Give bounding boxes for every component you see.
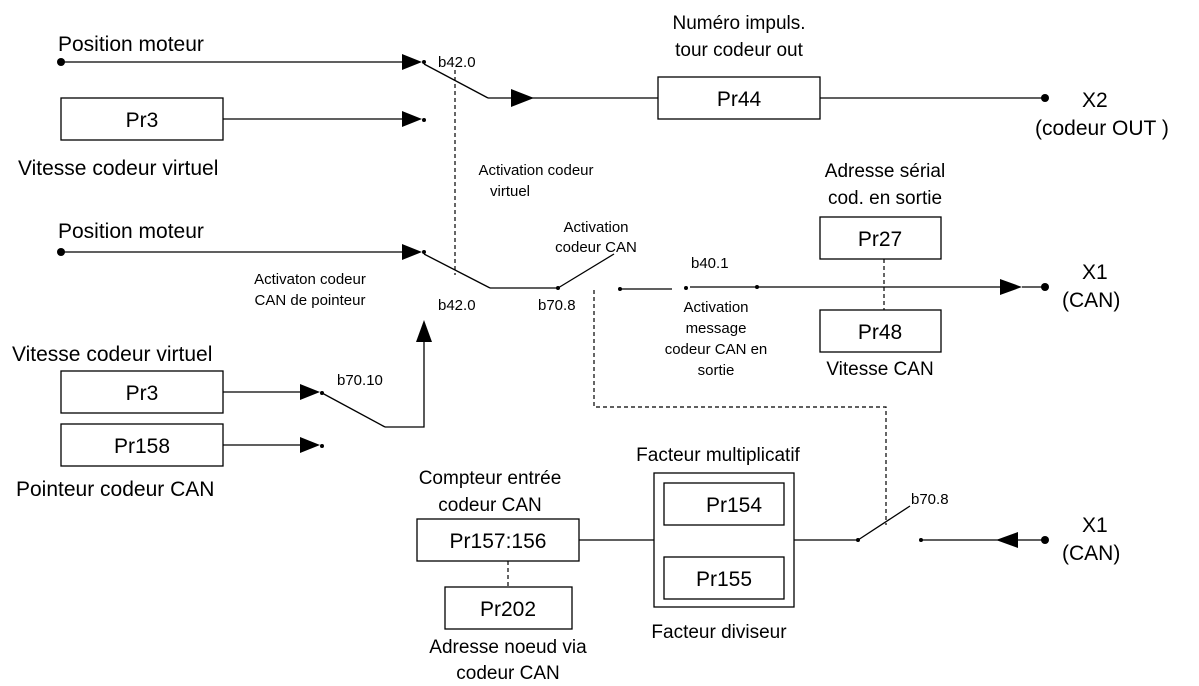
- label-compteur-1: Compteur entrée: [419, 468, 562, 489]
- label-facteur-mult: Facteur multiplicatif: [636, 445, 800, 466]
- label-x1-low-sub: (CAN): [1062, 542, 1120, 565]
- dashed-link-b70-8: [593, 290, 887, 525]
- label-b70-10: b70.10: [337, 372, 383, 389]
- arrow-to-pr44: [511, 89, 534, 107]
- label-position-moteur-top: Position moteur: [58, 33, 204, 56]
- arrow-position-top: [402, 54, 422, 70]
- label-adresse-noeud-1: Adresse noeud via: [429, 637, 587, 658]
- text-pr158: Pr158: [114, 435, 170, 458]
- switch-b42-low: [423, 253, 491, 289]
- label-numero-impuls-1: Numéro impuls.: [672, 13, 805, 34]
- label-b42-top: b42.0: [438, 54, 476, 71]
- label-act-can-2: codeur CAN: [555, 239, 637, 256]
- label-act-ptr-2: CAN de pointeur: [255, 292, 366, 309]
- label-b42-low: b42.0: [438, 297, 476, 314]
- switch-b70-8-mid: [557, 253, 615, 289]
- label-act-virtuel-1: Activation codeur: [478, 162, 593, 179]
- label-x1-top: X1: [1082, 261, 1108, 284]
- text-pr44: Pr44: [717, 88, 762, 111]
- contact-b42-top-b: [422, 118, 426, 122]
- label-x1-low: X1: [1082, 514, 1108, 537]
- label-act-msg-4: sortie: [698, 362, 735, 379]
- box-pr158: [60, 423, 224, 467]
- arrow-pr3-low: [300, 384, 320, 400]
- box-pr155: [663, 556, 785, 600]
- label-act-msg-1: Activation: [683, 299, 748, 316]
- label-b70-8-low: b70.8: [911, 491, 949, 508]
- label-facteur-div: Facteur diviseur: [651, 622, 787, 643]
- label-x2: X2: [1082, 89, 1108, 112]
- arrow-position-mid: [402, 244, 422, 260]
- contact-b42-low-a: [422, 250, 426, 254]
- terminal-x1-top: [1041, 283, 1049, 291]
- label-x2-sub: (codeur OUT ): [1035, 117, 1169, 140]
- text-pr3-top: Pr3: [126, 109, 159, 132]
- switch-b70-10: [321, 392, 386, 428]
- label-adresse-noeud-2: codeur CAN: [456, 663, 560, 684]
- arrow-pr3-top: [402, 111, 422, 127]
- label-x1-top-sub: (CAN): [1062, 289, 1120, 312]
- text-pr3-low: Pr3: [126, 382, 159, 405]
- arrow-x1-low: [996, 532, 1018, 548]
- label-act-virtuel-2: virtuel: [490, 183, 530, 200]
- label-act-msg-2: message: [686, 320, 747, 337]
- label-adresse-serial-1: Adresse sérial: [825, 161, 945, 182]
- text-pr48: Pr48: [858, 321, 902, 344]
- box-pr44: [657, 76, 821, 120]
- box-pr202: [444, 586, 573, 630]
- wire-b70-10-up: [385, 340, 425, 428]
- box-pr154: [663, 482, 785, 526]
- arrow-pr158: [300, 437, 320, 453]
- box-pr48: [819, 309, 942, 353]
- text-pr202: Pr202: [480, 598, 536, 621]
- label-act-can-1: Activation: [563, 219, 628, 236]
- switch-b42-top: [423, 63, 489, 99]
- text-pr154: Pr154: [706, 494, 762, 517]
- label-adresse-serial-2: cod. en sortie: [828, 188, 942, 209]
- text-pr157-156: Pr157:156: [450, 530, 547, 553]
- label-b40-1: b40.1: [691, 255, 729, 272]
- label-b70-8-mid: b70.8: [538, 297, 576, 314]
- text-pr155: Pr155: [696, 568, 752, 591]
- arrow-x1-top: [1000, 279, 1022, 295]
- contact-b40-1-mid: [684, 286, 688, 290]
- terminal-x2: [1041, 94, 1049, 102]
- label-vitesse-can: Vitesse CAN: [826, 359, 933, 380]
- box-pr157-156: [416, 518, 580, 562]
- label-pointeur-can: Pointeur codeur CAN: [16, 478, 214, 501]
- contact-b70-10-b: [320, 444, 324, 448]
- arrow-up-b42: [416, 320, 432, 342]
- switch-b70-8-low: [857, 505, 911, 541]
- terminal-x1-low: [1041, 536, 1049, 544]
- box-pr3-low: [60, 370, 224, 414]
- contact-b42-top-a: [422, 60, 426, 64]
- label-vitesse-virtuel-low: Vitesse codeur virtuel: [12, 343, 212, 366]
- label-act-ptr-1: Activaton codeur: [254, 271, 366, 288]
- label-compteur-2: codeur CAN: [438, 495, 542, 516]
- label-position-moteur-mid: Position moteur: [58, 220, 204, 243]
- box-pr27: [819, 216, 942, 260]
- text-pr27: Pr27: [858, 228, 902, 251]
- label-act-msg-3: codeur CAN en: [665, 341, 768, 358]
- label-numero-impuls-2: tour codeur out: [675, 40, 804, 61]
- label-vitesse-virtuel-top: Vitesse codeur virtuel: [18, 157, 218, 180]
